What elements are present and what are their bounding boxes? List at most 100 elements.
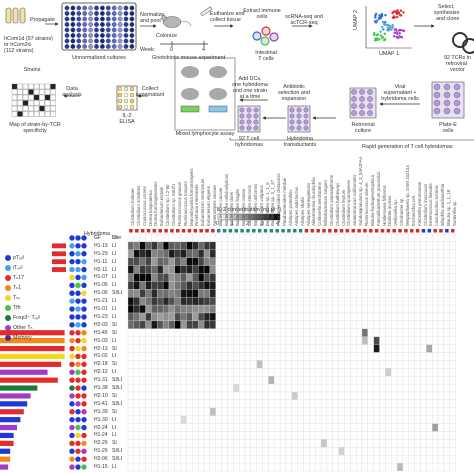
strain-label: Bacteroides uniformis <box>252 183 258 226</box>
heatmap-cell <box>256 233 263 243</box>
heatmap-cell <box>256 423 263 432</box>
heatmap-cell <box>443 462 450 472</box>
heatmap-cell <box>320 352 328 361</box>
heatmap-cell <box>350 344 357 353</box>
heatmap-cell <box>192 391 199 401</box>
phenotype-dot <box>69 369 75 375</box>
strain-phylum-marker <box>257 229 262 233</box>
elisa-label: ELISA <box>119 119 135 125</box>
heatmap-cell <box>443 241 450 250</box>
heatmap-cell <box>414 328 421 337</box>
heatmap-cell <box>203 320 211 329</box>
heatmap-cell <box>361 304 368 314</box>
heatmap-cell <box>350 304 357 314</box>
heatmap-cell <box>238 423 246 432</box>
well <box>351 110 357 116</box>
heatmap-cell <box>355 462 363 472</box>
hybridoma-id: H2-12 <box>94 369 108 376</box>
heatmap-cell <box>192 241 199 250</box>
heatmap-cell <box>326 391 333 401</box>
umap-point <box>383 32 386 36</box>
heatmap-cell <box>402 399 409 408</box>
hcom-label-3: (112 strains) <box>4 48 34 54</box>
heatmap-cell <box>449 447 456 456</box>
heatmap-cell <box>268 415 275 424</box>
heatmap-cell <box>256 360 263 369</box>
heatmap-cell <box>198 368 205 377</box>
well <box>70 44 76 49</box>
phenotype-dot <box>75 393 81 399</box>
heatmap-cell <box>449 257 456 266</box>
heatmap-cell <box>361 233 368 243</box>
heatmap-cell <box>285 289 292 298</box>
heatmap-cell <box>367 257 374 266</box>
heatmap-cell <box>227 289 234 298</box>
heatmap-cell <box>162 415 170 424</box>
heatmap-cell <box>326 344 333 353</box>
heatmap-cell <box>186 376 193 385</box>
heatmap-cell <box>373 273 380 282</box>
hybridoma-site: SI <box>112 345 117 352</box>
heatmap-cell <box>320 312 328 322</box>
heatmap-cell <box>373 455 380 464</box>
heatmap-cell <box>361 320 368 329</box>
heatmap-cell <box>268 455 275 464</box>
euthanize-label: Euthanize and <box>210 11 245 17</box>
heatmap-cell <box>373 439 380 448</box>
heatmap-cell <box>396 281 404 290</box>
heatmap-cell <box>221 336 228 345</box>
heatmap-cell <box>414 241 421 250</box>
heatmap-cell <box>262 462 269 472</box>
heatmap-cell <box>133 233 140 243</box>
map-cell <box>33 105 40 112</box>
well <box>123 27 129 33</box>
map-cell <box>44 111 51 117</box>
heatmap-cell <box>250 423 257 432</box>
heatmap-cell <box>391 407 398 416</box>
heatmap-cell <box>402 312 409 322</box>
heatmap-cell <box>408 376 415 385</box>
heatmap-cell <box>355 241 363 250</box>
one-strain-label: and one strain <box>232 88 268 94</box>
umap-point <box>381 20 385 24</box>
heatmap-cell <box>127 273 134 282</box>
well <box>76 5 82 11</box>
heatmap-cell <box>227 233 234 243</box>
phenotype-dot <box>75 361 81 368</box>
heatmap-cell <box>180 447 187 456</box>
heatmap-cell <box>238 281 246 290</box>
heatmap-cell <box>391 344 398 353</box>
plate-e-cells <box>431 81 465 119</box>
heatmap-cell <box>432 462 439 472</box>
heatmap-cell <box>180 304 187 314</box>
heatmap-cell <box>250 281 257 290</box>
heatmap-cell <box>256 249 263 258</box>
heatmap-cell <box>332 344 339 353</box>
heatmap-cell <box>127 462 134 472</box>
heatmap-cell <box>238 233 246 243</box>
heatmap-cell <box>432 360 439 369</box>
heatmap-cell <box>244 391 251 401</box>
heatmap-cell <box>274 455 281 464</box>
heatmap-cell <box>192 383 199 393</box>
heatmap-cell <box>432 376 439 385</box>
week-4: 4 <box>202 47 205 53</box>
heatmap-cell <box>350 423 357 432</box>
legend-swatch <box>5 255 11 261</box>
well <box>105 11 111 16</box>
heatmap-cell <box>279 455 287 464</box>
heatmap-cell <box>426 352 433 361</box>
heatmap-cell <box>396 328 404 337</box>
well <box>111 16 117 22</box>
heatmap-cell <box>355 273 363 282</box>
well <box>129 16 135 22</box>
well <box>100 38 105 44</box>
strain-phylum-marker <box>392 229 396 233</box>
heatmap-cell <box>274 407 281 416</box>
heatmap-cell <box>139 249 146 258</box>
heatmap-cell <box>227 431 234 440</box>
heatmap-cell <box>250 265 257 274</box>
hybridoma-site: SI <box>112 408 117 415</box>
well <box>94 22 99 27</box>
strain-label: Ruminococcus gnavus <box>176 181 182 226</box>
